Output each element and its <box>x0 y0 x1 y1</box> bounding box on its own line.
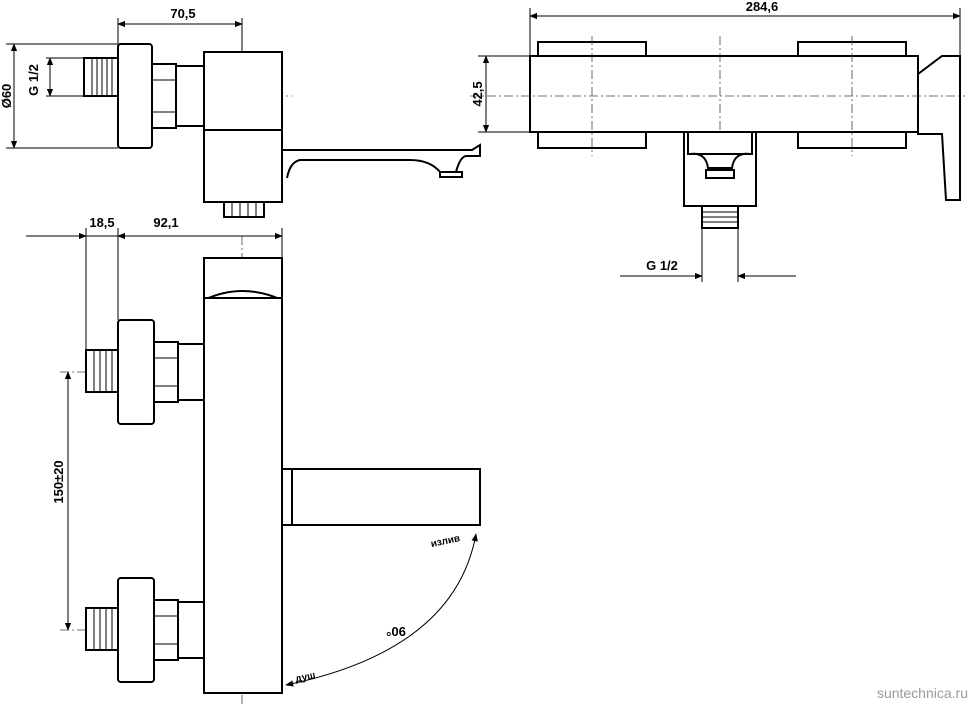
dim-top-height: 42,5 <box>470 81 485 106</box>
front-view-body <box>203 297 283 694</box>
front-view-inlet-upper <box>85 319 205 425</box>
side-view-body <box>203 51 283 131</box>
dim-side-thread: G 1/2 <box>26 64 41 96</box>
watermark: suntechnica.ru <box>877 685 968 701</box>
side-view-nut <box>151 63 177 129</box>
side-view-escutcheon <box>117 43 153 149</box>
top-view: 284,6 42,5 G 1/2 <box>470 0 965 282</box>
dim-top-thread: G 1/2 <box>646 258 678 273</box>
shower-label: душ <box>294 670 316 685</box>
front-view-spout <box>281 468 481 526</box>
dim-side-depth: 70,5 <box>170 6 195 21</box>
rotation-angle: 90° <box>386 624 406 639</box>
rotation-arc <box>285 533 478 687</box>
dim-side-diameter: Ø60 <box>0 84 14 109</box>
front-view: 18,5 92,1 150±20 90° излив душ <box>26 215 481 705</box>
front-view-inlet-lower <box>85 577 205 683</box>
side-view-spout <box>282 143 481 179</box>
dim-front-offset-a: 18,5 <box>89 215 114 230</box>
dim-front-spacing: 150±20 <box>51 460 66 503</box>
top-view-body <box>529 55 919 133</box>
dim-front-offset-b: 92,1 <box>153 215 178 230</box>
dim-top-width: 284,6 <box>746 0 779 14</box>
side-view: 70,5 Ø60 G 1/2 <box>0 6 481 218</box>
side-view-thread <box>83 57 119 97</box>
top-view-end-plate <box>917 55 961 201</box>
spout-label: излив <box>430 533 461 550</box>
